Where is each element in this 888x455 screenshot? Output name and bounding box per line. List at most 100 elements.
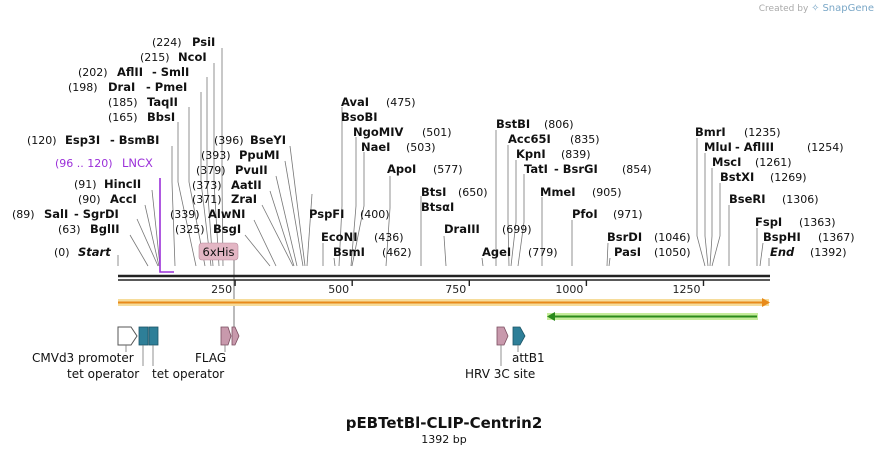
connector-bbsi [177,122,197,267]
svg-text:AvaI: AvaI [341,95,369,109]
svg-text:BtsαI: BtsαI [421,200,454,214]
feature-label-tet-operator-2: tet operator [152,367,224,381]
svg-text:BstBI: BstBI [496,117,530,131]
site-aflii: (202)AflII - SmlI [78,65,189,79]
connector-mlui [704,153,709,267]
svg-text:(779): (779) [528,246,558,259]
site-ppumi: (393) PpuMI [201,148,280,162]
connector-avai [338,107,343,267]
site-sali: (89)SalI - SgrDI [12,207,119,221]
watermark-brand: SnapGene [822,3,874,14]
site-end: End(1392) [770,245,847,259]
svg-text:- PmeI: - PmeI [146,80,187,94]
site-apoi: ApoI(577) [387,162,463,176]
svg-text:PvuII: PvuII [235,163,268,177]
connector-naei [351,152,365,267]
site-draiii: DraIII(699) [444,222,532,236]
flag-tag-arrow-icon [220,326,232,346]
site-fspi: FspI(1363) [755,215,836,229]
ruler-tick-label: 750 [445,283,466,296]
svg-text:EcoNI: EcoNI [321,230,357,244]
ruler-tick-label: 500 [328,283,349,296]
svg-text:PasI: PasI [614,245,641,259]
site-pasi: PasI(1050) [614,245,691,259]
site-pvuii: (379)PvuII [196,163,268,177]
feature-label-flag: FLAG [195,351,226,365]
site-mlui: MluI - AflIII(1254) [704,140,844,154]
svg-text:PsiI: PsiI [192,35,215,49]
svg-text:(1363): (1363) [799,216,836,229]
svg-text:AatII: AatII [231,178,262,192]
svg-text:Acc65I: Acc65I [508,132,551,146]
svg-text:(373): (373) [192,179,222,192]
svg-text:AccI: AccI [110,192,137,206]
ruler-tick-label: 1000 [555,283,583,296]
ruler-tick-label: 250 [211,283,232,296]
svg-text:(501): (501) [422,126,452,139]
svg-text:PspFI: PspFI [309,207,344,221]
svg-text:(839): (839) [561,148,591,161]
svg-text:MluI: MluI [704,140,732,154]
svg-text:- BsrGI: - BsrGI [554,162,598,176]
svg-text:AflII: AflII [117,65,143,79]
svg-text:BspHI: BspHI [763,230,801,244]
connector-tati [517,174,525,267]
site-start: (0)Start [54,245,111,259]
svg-text:(503): (503) [406,141,436,154]
svg-text:(393): (393) [201,149,231,162]
svg-text:(1046): (1046) [654,231,691,244]
site-avai: AvaI(475) [341,95,416,109]
svg-text:(462): (462) [382,246,412,259]
site-naei: NaeI (503) [361,140,436,154]
connector-aatii [269,190,295,267]
snapgene-logo-icon: ✧ [811,3,820,14]
svg-text:BsmI: BsmI [333,245,365,259]
connector-ngomiv [350,137,357,267]
connector-drai [200,92,212,267]
connector-pasi [608,257,611,267]
site-bseri: BseRI(1306) [729,192,819,206]
site-kpni: KpnI(839) [516,147,591,161]
svg-text:(971): (971) [613,208,643,221]
site-bsmi: BsmI (462) [333,245,412,259]
site-pfoi: PfoI(971) [572,207,643,221]
svg-text:(650): (650) [458,186,488,199]
svg-text:(1367): (1367) [818,231,855,244]
his-tag-label: 6xHis [203,245,235,259]
svg-text:NaeI: NaeI [361,140,390,154]
connector-bsphi [759,242,764,267]
watermark-prefix: Created by [758,4,809,14]
svg-text:- AflIII: - AflIII [735,140,774,154]
site-bbsi: (165)BbsI [108,110,175,124]
site-bseyi: (396) BseYI [214,133,286,147]
svg-text:(0): (0) [54,246,70,259]
feature-connectors [125,345,519,366]
svg-text:BstXI: BstXI [720,170,754,184]
site-bstxi: BstXI(1269) [720,170,807,184]
site-alwni: (339)AlwNI [170,207,245,221]
connector-bsgi [244,234,271,267]
svg-text:BseYI: BseYI [250,133,286,147]
svg-text:PpuMI: PpuMI [239,148,280,162]
connector-sali [136,218,159,267]
svg-text:(854): (854) [622,163,652,176]
svg-text:BsoBI: BsoBI [341,110,378,124]
site-taqii: (185)TaqII [108,95,178,109]
svg-text:AlwNI: AlwNI [208,207,245,221]
connector-agei [481,257,484,267]
connector-psii [221,48,224,267]
svg-text:Esp3I: Esp3I [65,133,100,147]
svg-text:BseRI: BseRI [729,192,766,206]
site-lncx: (96 .. 120)LNCX [55,156,153,170]
full-length-arrow-head-icon [762,298,770,307]
connector-pspfi [306,193,313,267]
site-esp3i: (120)Esp3I - BsmBI [27,133,159,147]
site-hincii: (91)HincII [74,177,141,191]
site-drai: (198)DraI - PmeI [68,80,187,94]
svg-text:(396): (396) [214,134,244,147]
connector-alwni [253,219,277,267]
svg-text:BglII: BglII [90,222,120,236]
svg-text:(215): (215) [140,51,170,64]
connector-ncoi [213,63,220,267]
svg-text:(90): (90) [78,193,101,206]
